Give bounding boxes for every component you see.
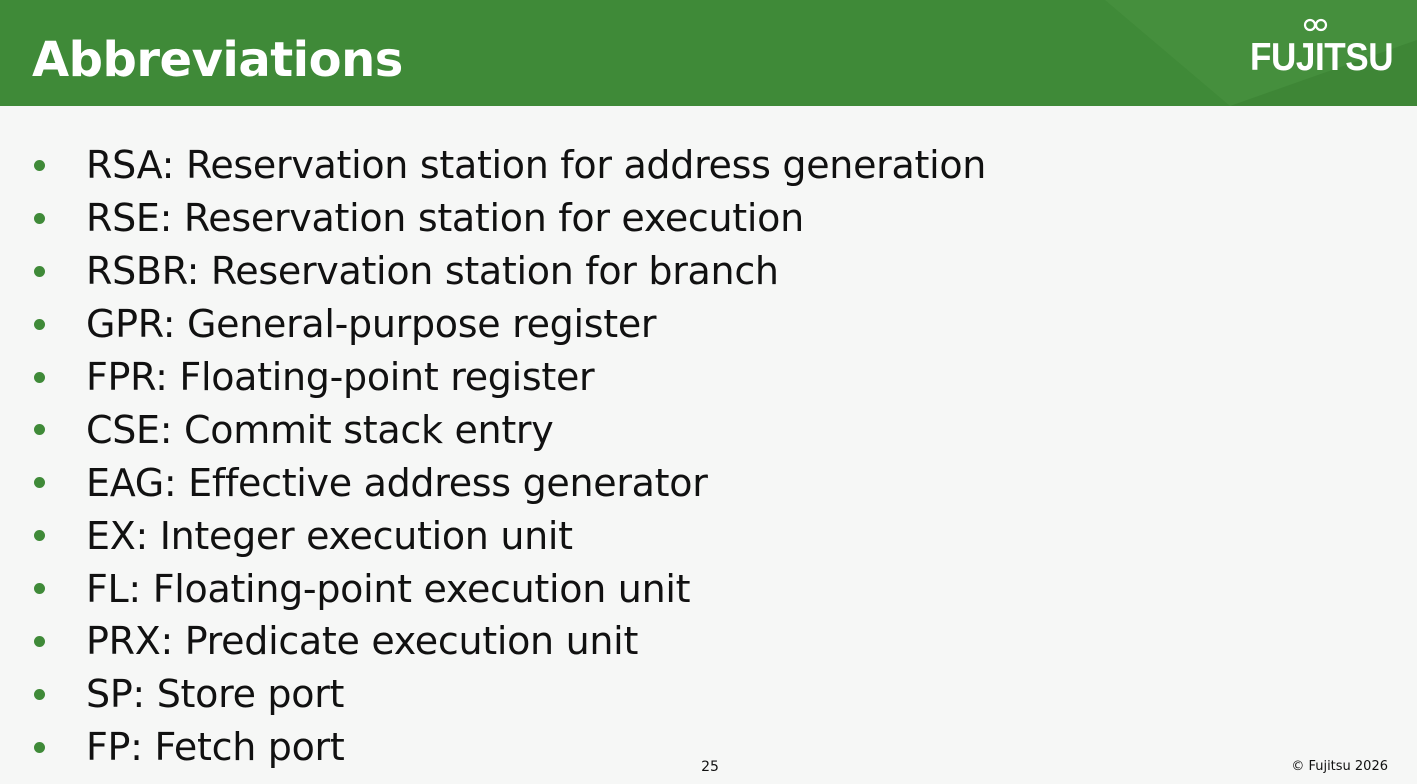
list-item: FP: Fetch port — [30, 721, 986, 774]
bullet-icon — [34, 212, 45, 224]
list-item-text: RSE: Reservation station for execution — [86, 196, 804, 241]
list-item: RSA: Reservation station for address gen… — [30, 139, 986, 192]
bullet-icon — [34, 477, 45, 489]
list-item: FPR: Floating-point register — [30, 351, 986, 404]
bullet-icon — [34, 371, 45, 383]
bullet-icon — [34, 159, 45, 171]
infinity-mark-icon — [1303, 18, 1328, 32]
bullet-icon — [34, 530, 45, 542]
list-item: FL: Floating-point execution unit — [30, 562, 986, 615]
title-bar: Abbreviations FUJITSU — [0, 0, 1417, 106]
list-item: RSE: Reservation station for execution — [30, 192, 986, 245]
list-item-text: CSE: Commit stack entry — [86, 407, 554, 452]
bullet-icon — [34, 583, 45, 595]
fujitsu-logo: FUJITSU — [1246, 16, 1394, 86]
header-decoration — [1105, 0, 1417, 106]
list-item-text: FL: Floating-point execution unit — [86, 566, 691, 611]
list-item-text: SP: Store port — [86, 672, 345, 717]
list-item-text: RSA: Reservation station for address gen… — [86, 143, 987, 188]
list-item-text: EAG: Effective address generator — [86, 460, 708, 505]
list-item-text: FP: Fetch port — [86, 725, 345, 770]
abbreviation-list: RSA: Reservation station for address gen… — [30, 139, 986, 774]
list-item-text: RSBR: Reservation station for branch — [86, 249, 779, 294]
list-item: EAG: Effective address generator — [30, 456, 986, 509]
bullet-icon — [34, 741, 45, 753]
page-title: Abbreviations — [32, 32, 403, 88]
list-item: RSBR: Reservation station for branch — [30, 245, 986, 298]
list-item-text: EX: Integer execution unit — [86, 513, 573, 558]
copyright-notice: © Fujitsu 2026 — [1291, 759, 1388, 774]
bullet-icon — [34, 688, 45, 700]
bullet-icon — [34, 635, 45, 647]
list-item-text: GPR: General-purpose register — [86, 302, 657, 347]
bullet-icon — [34, 265, 45, 277]
bullet-icon — [34, 424, 45, 436]
list-item: PRX: Predicate execution unit — [30, 615, 986, 668]
list-item: SP: Store port — [30, 668, 986, 721]
list-item-text: FPR: Floating-point register — [86, 355, 595, 399]
list-item-text: PRX: Predicate execution unit — [86, 619, 639, 664]
logo-wordmark: FUJITSU — [1250, 36, 1394, 79]
page-number: 25 — [701, 759, 719, 775]
list-item: EX: Integer execution unit — [30, 509, 986, 562]
list-item: CSE: Commit stack entry — [30, 403, 986, 456]
bullet-icon — [34, 318, 45, 330]
list-item: GPR: General-purpose register — [30, 298, 986, 351]
